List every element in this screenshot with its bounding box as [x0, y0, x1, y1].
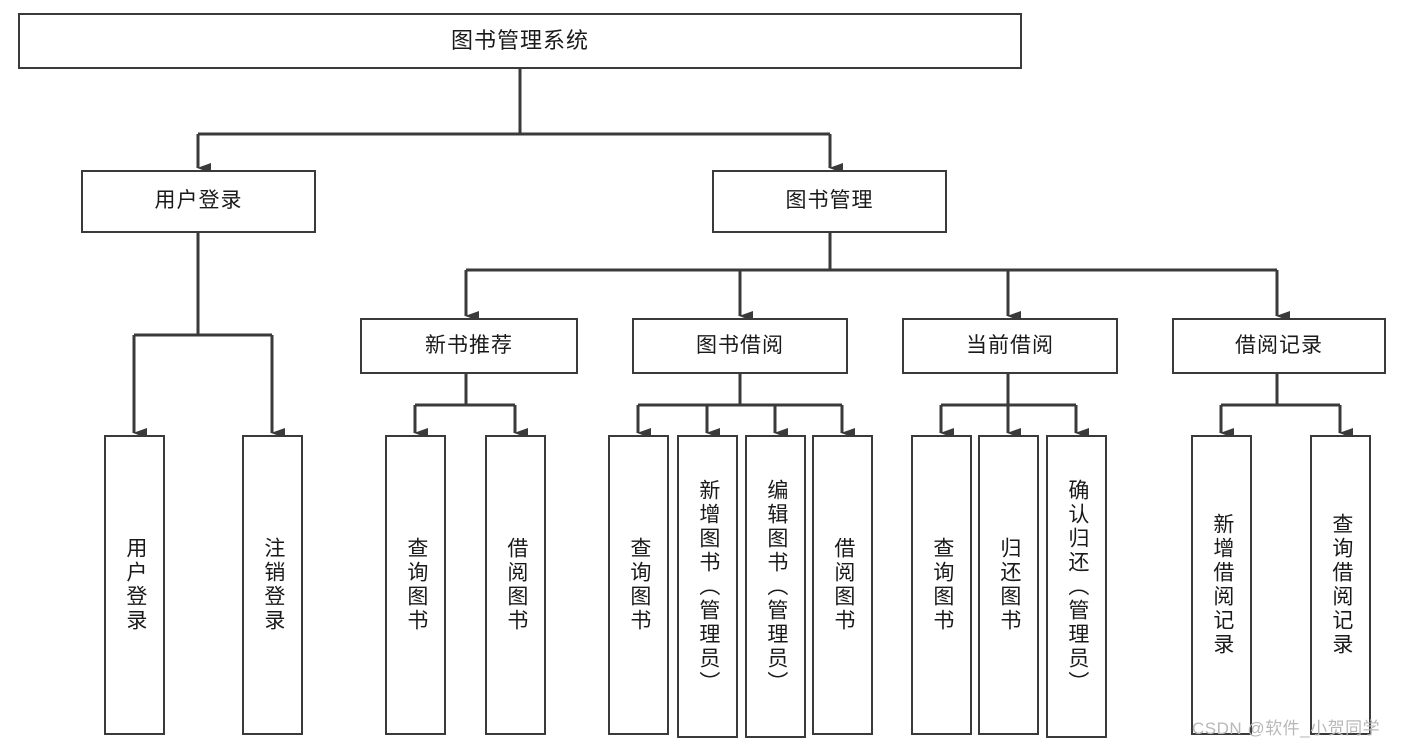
node-label: 借阅图书 — [831, 537, 855, 633]
node-label: 借阅图书 — [504, 537, 528, 633]
leaf-record-add-record[interactable]: 新增借阅记录 — [1191, 435, 1252, 735]
node-label: 新增图书（管理员） — [696, 478, 720, 695]
leaf-borrow-query-book[interactable]: 查询图书 — [608, 435, 669, 735]
leaf-user-login-logout[interactable]: 注销登录 — [242, 435, 303, 735]
node-label: 查询图书 — [404, 537, 428, 633]
node-label: 图书借阅 — [696, 333, 784, 357]
node-label: 用户登录 — [123, 537, 147, 633]
leaf-current-query-book[interactable]: 查询图书 — [911, 435, 972, 735]
node-label: 图书管理 — [785, 189, 874, 213]
leaf-current-confirm-return-admin[interactable]: 确认归还（管理员） — [1046, 435, 1107, 738]
leaf-borrow-edit-book-admin[interactable]: 编辑图书（管理员） — [745, 435, 806, 738]
leaf-borrow-add-book-admin[interactable]: 新增图书（管理员） — [677, 435, 738, 738]
node-label: 图书管理系统 — [450, 28, 589, 54]
leaf-record-query-record[interactable]: 查询借阅记录 — [1310, 435, 1371, 735]
node-label: 归还图书 — [997, 537, 1021, 633]
node-label: 新增借阅记录 — [1210, 513, 1234, 657]
node-label: 用户登录 — [154, 189, 243, 213]
node-book-management[interactable]: 图书管理 — [712, 170, 947, 233]
leaf-user-login-login[interactable]: 用户登录 — [104, 435, 165, 735]
leaf-recommend-query-book[interactable]: 查询图书 — [385, 435, 446, 735]
leaf-borrow-borrow-book[interactable]: 借阅图书 — [812, 435, 873, 735]
node-label: 当前借阅 — [966, 333, 1054, 357]
node-book-borrow[interactable]: 图书借阅 — [632, 318, 848, 374]
node-label: 确认归还（管理员） — [1065, 478, 1089, 695]
node-user-login[interactable]: 用户登录 — [81, 170, 316, 233]
node-label: 查询图书 — [930, 537, 954, 633]
node-label: 借阅记录 — [1235, 333, 1323, 357]
node-current-borrow[interactable]: 当前借阅 — [902, 318, 1118, 374]
node-label: 注销登录 — [261, 537, 285, 633]
watermark-label: CSDN @软件_小贺同学 — [1192, 719, 1381, 738]
node-label: 查询借阅记录 — [1329, 513, 1353, 657]
node-root-system[interactable]: 图书管理系统 — [18, 13, 1022, 69]
node-borrow-record[interactable]: 借阅记录 — [1172, 318, 1386, 374]
node-label: 查询图书 — [627, 537, 651, 633]
node-new-book-recommend[interactable]: 新书推荐 — [360, 318, 578, 374]
leaf-recommend-borrow-book[interactable]: 借阅图书 — [485, 435, 546, 735]
node-label: 新书推荐 — [425, 333, 513, 357]
leaf-current-return-book[interactable]: 归还图书 — [978, 435, 1039, 735]
node-label: 编辑图书（管理员） — [764, 478, 788, 695]
